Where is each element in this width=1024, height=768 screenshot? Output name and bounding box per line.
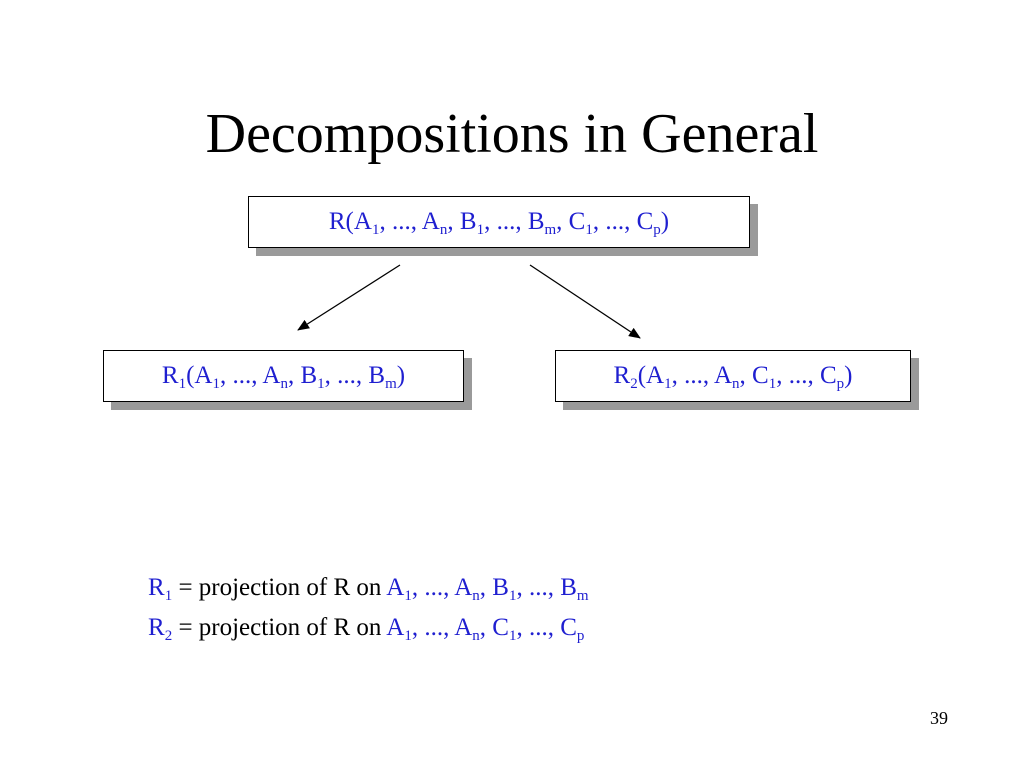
subscript: p xyxy=(836,376,845,392)
subscript: 1 xyxy=(508,628,517,644)
text-segment: (A xyxy=(186,362,213,389)
text-segment: (A xyxy=(637,362,665,389)
subscript: 1 xyxy=(371,222,380,238)
subscript: 1 xyxy=(317,376,325,392)
subscript: 1 xyxy=(508,588,517,604)
text-segment: R xyxy=(613,362,631,389)
subscript: n xyxy=(280,376,288,392)
relation-r2-label: R2(A1, ..., An, C1, ..., Cp) xyxy=(613,362,853,392)
relation-r1-label: R1(A1, ..., An, B1, ..., Bm) xyxy=(161,362,406,392)
text-segment: , ..., A xyxy=(671,362,733,389)
text-segment: , ..., A xyxy=(379,208,440,235)
subscript: n xyxy=(732,376,740,392)
text-segment: R xyxy=(148,574,165,601)
subscript: n xyxy=(472,628,480,644)
subscript: m xyxy=(576,588,589,604)
slide-title: Decompositions in General xyxy=(205,103,819,165)
text-segment: A xyxy=(386,614,405,641)
text-segment: , ..., C xyxy=(592,208,654,235)
text-segment: ) xyxy=(396,362,406,389)
subscript: m xyxy=(385,376,397,392)
text-segment: , ..., A xyxy=(220,362,281,389)
relation-r1-box: R1(A1, ..., An, B1, ..., Bm) xyxy=(103,350,464,402)
subscript: p xyxy=(653,222,661,238)
text-segment: , ..., B xyxy=(484,208,545,235)
subscript: 1 xyxy=(404,588,412,604)
text-segment: , ..., A xyxy=(411,614,473,641)
text-segment: ) xyxy=(844,362,853,389)
subscript: 1 xyxy=(178,376,187,392)
text-segment: , B xyxy=(447,208,477,235)
subscript: 1 xyxy=(164,588,173,604)
text-segment: , C xyxy=(479,614,509,641)
text-segment: R xyxy=(148,614,165,641)
subscript: 1 xyxy=(212,376,221,392)
subscript: p xyxy=(576,628,585,644)
projection-note-r1: R1 = projection of R on A1, ..., An, B1,… xyxy=(148,574,589,604)
subscript: m xyxy=(544,222,557,238)
text-segment: , ..., A xyxy=(411,574,473,601)
projection-note-r2: R2 = projection of R on A1, ..., An, C1,… xyxy=(148,614,585,644)
subscript: 1 xyxy=(768,376,777,392)
relation-r-box: R(A1, ..., An, B1, ..., Bm, C1, ..., Cp) xyxy=(248,196,750,248)
arrow-to-r1 xyxy=(297,264,401,331)
subscript: n xyxy=(472,588,480,604)
text-segment: R xyxy=(161,362,179,389)
text-segment: R(A xyxy=(328,208,372,235)
subscript: n xyxy=(439,222,448,238)
text-segment: ) xyxy=(660,208,670,235)
subscript: 2 xyxy=(164,628,173,644)
subscript: 1 xyxy=(585,222,593,238)
text-segment: , B xyxy=(479,574,509,601)
text-segment: A xyxy=(386,574,405,601)
text-segment: , C xyxy=(556,208,586,235)
subscript: 1 xyxy=(404,628,412,644)
text-segment: = projection of R on xyxy=(172,614,387,641)
text-segment: , B xyxy=(287,362,318,389)
text-segment: , ..., C xyxy=(516,614,577,641)
subscript: 2 xyxy=(630,376,638,392)
text-segment: , ..., B xyxy=(324,362,386,389)
subscript: 1 xyxy=(476,222,485,238)
arrow-to-r2 xyxy=(529,264,641,339)
text-segment: , ..., C xyxy=(776,362,837,389)
text-segment: , ..., B xyxy=(516,574,577,601)
text-segment: , C xyxy=(739,362,769,389)
relation-r-label: R(A1, ..., An, B1, ..., Bm, C1, ..., Cp) xyxy=(328,208,670,238)
relation-r2-box: R2(A1, ..., An, C1, ..., Cp) xyxy=(555,350,911,402)
page-number: 39 xyxy=(930,708,948,728)
text-segment: = projection of R on xyxy=(172,574,387,601)
subscript: 1 xyxy=(664,376,672,392)
